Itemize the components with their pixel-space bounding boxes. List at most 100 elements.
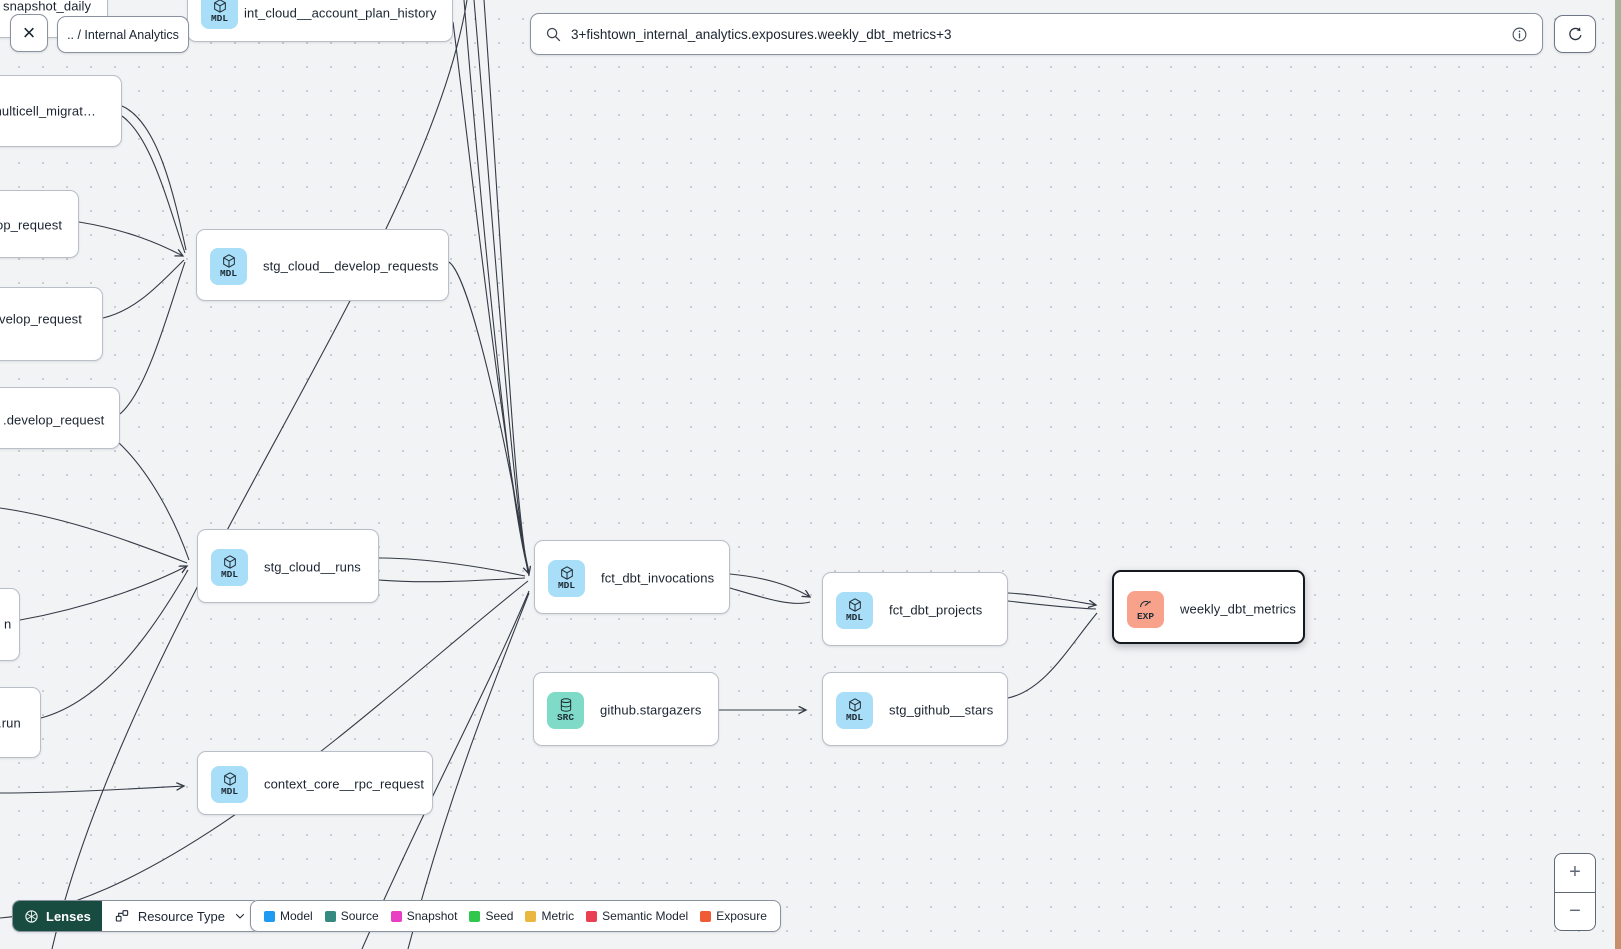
lineage-edge xyxy=(119,261,186,415)
search-input[interactable] xyxy=(571,26,1502,42)
exposure-gauge-icon xyxy=(1139,600,1151,608)
lineage-edge xyxy=(19,566,187,621)
badge-label: MDL xyxy=(845,712,864,723)
legend-item-snapshot: Snapshot xyxy=(390,909,457,923)
resource-type-dropdown[interactable]: Resource Type xyxy=(102,901,259,931)
resource-type-icon xyxy=(115,910,129,922)
close-button[interactable]: × xyxy=(10,14,48,52)
lenses-icon xyxy=(25,909,38,923)
model-cube-icon xyxy=(848,698,861,712)
lineage-edge xyxy=(448,261,529,574)
node-label: github.stargazers xyxy=(600,702,702,718)
lineage-edge xyxy=(102,259,185,319)
lineage-edge xyxy=(1007,612,1098,699)
close-icon: × xyxy=(22,20,36,45)
mdl-badge: MDL xyxy=(548,559,585,597)
legend-label: Exposure xyxy=(716,909,767,923)
legend-swatch xyxy=(586,910,598,922)
badge-label: MDL xyxy=(210,12,229,24)
resource-type-legend: Model Source Snapshot Seed Metric Semantic Mo… xyxy=(250,900,781,932)
screen-edge-strip xyxy=(1615,0,1621,949)
graph-node-multicell_migrat[interactable]: multicell_migrat… xyxy=(0,75,122,147)
graph-node-develop_request[interactable]: .develop_request xyxy=(0,387,120,449)
badge-label: MDL xyxy=(219,268,238,279)
node-label: multicell_migrat… xyxy=(0,103,97,119)
legend-item-source: Source xyxy=(324,909,379,923)
mdl-badge: MDL xyxy=(201,0,238,29)
minus-icon: − xyxy=(1569,899,1581,922)
graph-node-fct_dbt_projects[interactable]: MDL fct_dbt_projects xyxy=(822,572,1008,646)
lenses-toolbar: Lenses Resource Type xyxy=(12,900,261,932)
lineage-edge xyxy=(0,786,184,794)
legend-label: Model xyxy=(280,909,313,923)
model-cube-icon xyxy=(222,254,235,268)
mdl-badge: MDL xyxy=(211,765,248,803)
legend-swatch xyxy=(390,910,402,922)
legend-item-seed: Seed xyxy=(469,909,513,923)
legend-item-model: Model xyxy=(264,909,313,923)
legend-item-exposure: Exposure xyxy=(700,909,767,923)
node-label: weekly_dbt_metrics xyxy=(1180,601,1296,617)
legend-swatch xyxy=(324,910,336,922)
plus-icon: + xyxy=(1569,861,1581,884)
lineage-edge xyxy=(121,115,186,254)
lineage-edge xyxy=(729,587,811,604)
badge-label: MDL xyxy=(220,786,239,797)
lineage-edge xyxy=(117,441,190,561)
legend-swatch xyxy=(525,910,537,922)
refresh-button[interactable] xyxy=(1554,15,1596,53)
lineage-edge xyxy=(1007,600,1097,610)
legend-item-semantic-model: Semantic Model xyxy=(586,909,688,923)
node-label: stg_cloud__runs xyxy=(264,559,361,575)
mdl-badge: MDL xyxy=(836,591,873,629)
lineage-edge xyxy=(729,573,810,597)
info-icon[interactable] xyxy=(1511,26,1528,43)
chevron-down-icon xyxy=(235,914,245,919)
lenses-button[interactable]: Lenses xyxy=(13,901,102,931)
model-cube-icon xyxy=(223,772,236,786)
node-label: .run xyxy=(0,715,21,731)
badge-label: MDL xyxy=(220,569,239,580)
node-label: context_core__rpc_request xyxy=(264,776,425,792)
graph-node-weekly_dbt_metrics[interactable]: EXP weekly_dbt_metrics xyxy=(1112,570,1305,644)
exp-badge: EXP xyxy=(1127,590,1164,628)
resource-type-label: Resource Type xyxy=(137,908,226,924)
lineage-edge xyxy=(483,0,530,577)
mdl-badge: MDL xyxy=(211,548,248,586)
graph-node-stg_cloud_runs[interactable]: MDL stg_cloud__runs xyxy=(197,529,379,603)
lineage-edge xyxy=(0,580,529,919)
graph-node-op_request[interactable]: op_request xyxy=(0,190,79,258)
lineage-edge xyxy=(452,21,530,573)
node-label: stg_cloud__develop_requests xyxy=(263,258,439,274)
zoom-out-button[interactable]: − xyxy=(1555,891,1595,931)
model-cube-icon xyxy=(223,555,236,569)
graph-node-stg_cloud_develop_requests[interactable]: MDL stg_cloud__develop_requests xyxy=(196,229,449,301)
graph-node-context_core_rpc_request[interactable]: MDL context_core__rpc_request xyxy=(197,751,433,815)
node-label: fct_dbt_projects xyxy=(889,602,983,618)
legend-item-metric: Metric xyxy=(525,909,574,923)
lenses-label: Lenses xyxy=(46,908,91,924)
badge-label: MDL xyxy=(845,612,864,623)
mdl-badge: MDL xyxy=(836,691,873,729)
legend-label: Semantic Model xyxy=(602,909,689,923)
graph-node-run_partial[interactable]: .run xyxy=(0,687,41,758)
node-label: velop_request xyxy=(0,311,82,327)
graph-node-n_partial[interactable]: n xyxy=(0,588,20,661)
mdl-badge: MDL xyxy=(210,247,247,285)
model-cube-icon xyxy=(560,566,573,580)
lineage-edge xyxy=(378,557,526,577)
breadcrumb[interactable]: .. / Internal Analytics xyxy=(57,16,189,53)
graph-node-velop_request[interactable]: velop_request xyxy=(0,287,103,361)
legend-swatch xyxy=(700,910,712,922)
node-label: snapshot_daily xyxy=(3,0,92,14)
lineage-edge xyxy=(473,0,530,576)
zoom-controls: + − xyxy=(1554,853,1596,931)
lineage-edge xyxy=(1007,592,1096,605)
lineage-edge xyxy=(378,577,526,583)
zoom-in-button[interactable]: + xyxy=(1555,854,1595,892)
